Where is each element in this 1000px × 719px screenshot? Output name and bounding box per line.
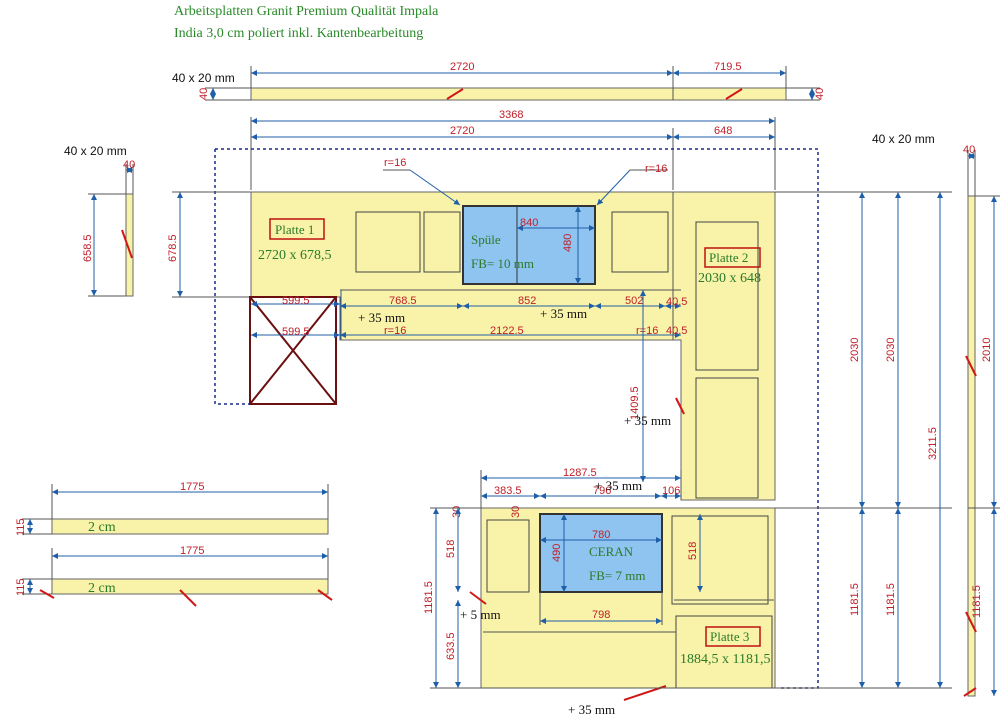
dim-right-2030-a: 2030: [849, 338, 861, 362]
platte3-size: 1884,5 x 1181,5: [680, 652, 770, 667]
dim-edge1-len: 1775: [180, 481, 204, 493]
cabinet: [355, 211, 421, 273]
dim-platte3-total: 1287.5: [563, 467, 597, 479]
platte3-name: Platte 3: [710, 629, 749, 644]
dim-top-strip-short: 719.5: [714, 61, 742, 73]
dim-platte3-b: 796: [593, 485, 611, 497]
dim-inner: 40.5: [666, 325, 687, 337]
dim-left-strip-h: 658.5: [82, 234, 94, 262]
dim-platte2-inner: 1409.5: [629, 386, 641, 420]
dim-right-1181-b: 1181.5: [885, 583, 897, 616]
dim-top-strip-h-right: 40: [814, 88, 826, 100]
dim-platte2-width: 648: [714, 125, 732, 137]
dim-platte3-a: 383.5: [494, 485, 522, 497]
dim-inner: 599.5: [282, 295, 310, 307]
cabinet: [486, 519, 530, 593]
dim-platte1-depth: 678.5: [167, 234, 179, 262]
dim-inner: 502: [625, 295, 643, 307]
radius-label: r=16: [384, 157, 406, 169]
dim-inner: 599.5: [282, 326, 310, 338]
hob-fb: FB= 7 mm: [589, 568, 645, 583]
dim-right-2030-b: 2030: [885, 338, 897, 362]
cabinet: [423, 211, 461, 273]
cabinet: [611, 211, 669, 273]
cabinet: [675, 615, 773, 689]
radius-label: r=16: [636, 325, 658, 337]
dim-right-1181-a: 1181.5: [849, 583, 861, 616]
dim-right-total: 3211.5: [927, 427, 939, 460]
dim-inner: 2122.5: [490, 325, 524, 337]
dim-sink-height: 480: [562, 234, 574, 252]
dim-hob-side: 518: [687, 542, 699, 560]
header-line-1: Arbeitsplatten Granit Premium Qualität I…: [174, 4, 439, 19]
platte2-size: 2030 x 648: [698, 271, 761, 286]
sink-fb: FB= 10 mm: [471, 256, 534, 271]
corner-cabinet: [249, 296, 337, 405]
dim-platte3-left: 518: [445, 540, 457, 558]
dim-hob-height: 490: [551, 544, 563, 562]
sink-name: Spüle: [471, 232, 501, 247]
dim-edge1-h: 115: [15, 518, 27, 536]
dim-inner: 40.5: [666, 296, 687, 308]
dim-hob-width: 780: [592, 529, 610, 541]
plus35-label: + 35 mm: [624, 413, 671, 428]
dim-platte3-e: 30: [510, 506, 522, 518]
plus35-label: + 35 mm: [540, 306, 587, 321]
radius-label: r=16: [384, 325, 406, 337]
dim-right-strip-w: 40: [963, 144, 975, 156]
plus5-label: + 5 mm: [460, 607, 501, 622]
dim-right-strip-lower: 1181.5: [971, 585, 983, 618]
hob-cutout: [539, 513, 663, 625]
plus35-label: + 35 mm: [568, 702, 615, 717]
dim-platte3-c: 106: [662, 485, 680, 497]
edge-strip-1: [22, 484, 329, 535]
radius-label: r=16: [645, 163, 667, 175]
dim-top-strip-long: 2720: [450, 61, 474, 73]
dim-overall-width: 3368: [499, 109, 523, 121]
hob-name: CERAN: [589, 544, 634, 559]
top-strip-size-label: 40 x 20 mm: [172, 71, 235, 85]
dim-left-strip-w: 40: [123, 159, 135, 171]
cabinet: [695, 377, 759, 499]
dim-sink-width: 840: [520, 217, 538, 229]
platte1-size: 2720 x 678,5: [258, 248, 332, 263]
dim-inner: 852: [518, 295, 536, 307]
edge-strip-2: [22, 548, 333, 607]
left-strip: [88, 164, 134, 297]
platte1-name: Platte 1: [275, 222, 314, 237]
dim-top-strip-h-left: 40: [198, 88, 210, 100]
edge1-label: 2 cm: [88, 520, 116, 535]
dim-hob-width-2: 798: [592, 609, 610, 621]
dim-platte3-lower: 633.5: [445, 632, 457, 660]
dim-platte1-width: 2720: [450, 125, 474, 137]
edge2-label: 2 cm: [88, 581, 116, 596]
right-strip: [963, 150, 1000, 697]
dim-right-strip-upper: 2010: [981, 338, 993, 362]
cabinet: [695, 221, 759, 371]
dim-edge2-h: 115: [15, 578, 27, 596]
header-line-2: India 3,0 cm poliert inkl. Kantenbearbei…: [174, 26, 424, 41]
right-strip-size-label: 40 x 20 mm: [872, 132, 935, 146]
left-strip-size-label: 40 x 20 mm: [64, 144, 127, 158]
sink-cutout: [462, 205, 596, 285]
platte2-name: Platte 2: [709, 250, 748, 265]
plus35-label: + 35 mm: [595, 478, 642, 493]
cabinet: [671, 515, 769, 605]
plus35-label: + 35 mm: [358, 310, 405, 325]
dim-platte3-height: 1181.5: [423, 581, 435, 614]
top-strip: [205, 66, 820, 101]
dim-edge2-len: 1775: [180, 545, 204, 557]
dim-inner: 768.5: [389, 295, 417, 307]
